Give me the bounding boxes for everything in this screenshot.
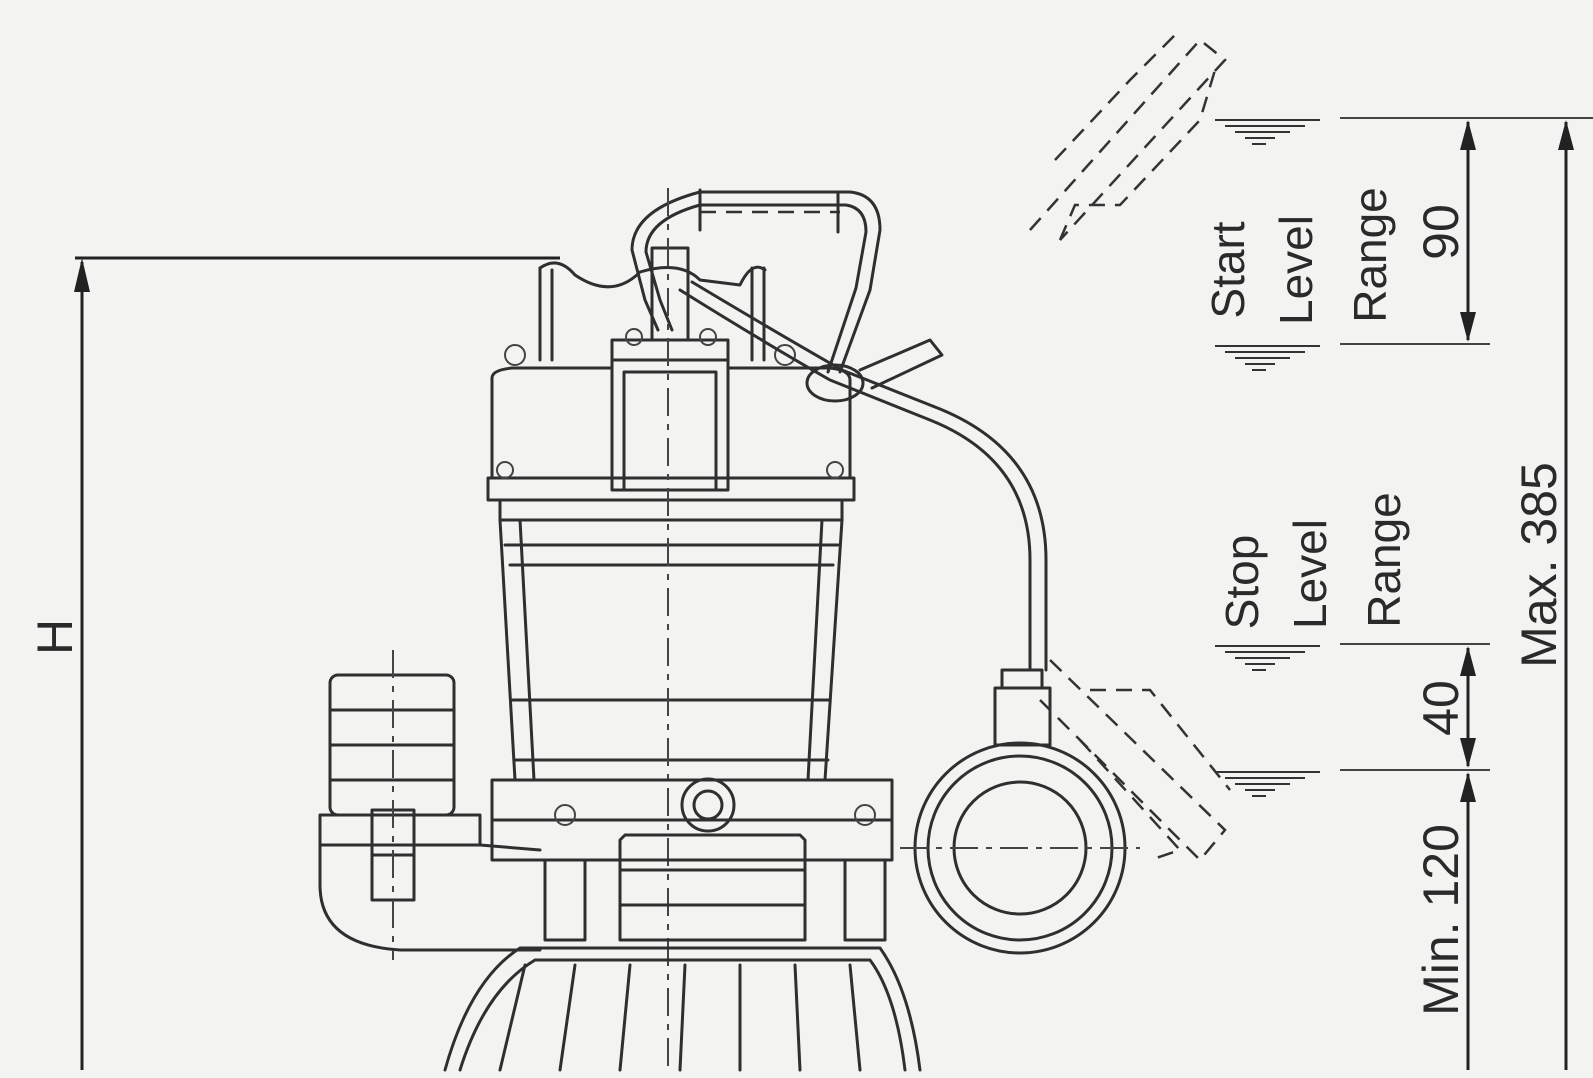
float-cable xyxy=(678,280,1048,672)
start-level-range-label: Start Level Range 90 xyxy=(1202,187,1469,325)
start-level-word: Level xyxy=(1270,215,1322,325)
float-swing-upper xyxy=(1029,29,1227,241)
stop-range-word: Range xyxy=(1358,492,1410,628)
start-low-water-level-marker xyxy=(1215,345,1320,371)
strainer-base xyxy=(443,946,922,1072)
stop-water-level-marker xyxy=(1215,645,1320,671)
stop-level-word: Level xyxy=(1284,519,1336,629)
start-range-value: 90 xyxy=(1413,204,1469,260)
top-bracket xyxy=(504,246,796,492)
stop-range-value: 40 xyxy=(1413,680,1469,736)
float-switch xyxy=(900,668,1140,955)
carry-handle xyxy=(630,188,882,374)
height-dimension: H xyxy=(27,256,560,1070)
motor-housing xyxy=(486,366,856,782)
start-word: Start xyxy=(1202,221,1254,318)
stop-level-range-label: Stop Level Range 40 xyxy=(1216,492,1469,736)
start-water-level-marker xyxy=(1215,119,1320,145)
level-dimensions xyxy=(1340,117,1593,1070)
stop-word: Stop xyxy=(1216,535,1268,630)
min-depth-label: Min. 120 xyxy=(1413,824,1469,1016)
discharge-outlet xyxy=(318,650,542,960)
float-swing-lower xyxy=(1039,659,1231,862)
pump-casing xyxy=(490,777,894,942)
height-label: H xyxy=(27,619,83,655)
start-range-word: Range xyxy=(1344,187,1396,323)
max-depth-label: Max. 385 xyxy=(1511,462,1567,668)
stop-low-water-level-marker xyxy=(1215,771,1320,797)
